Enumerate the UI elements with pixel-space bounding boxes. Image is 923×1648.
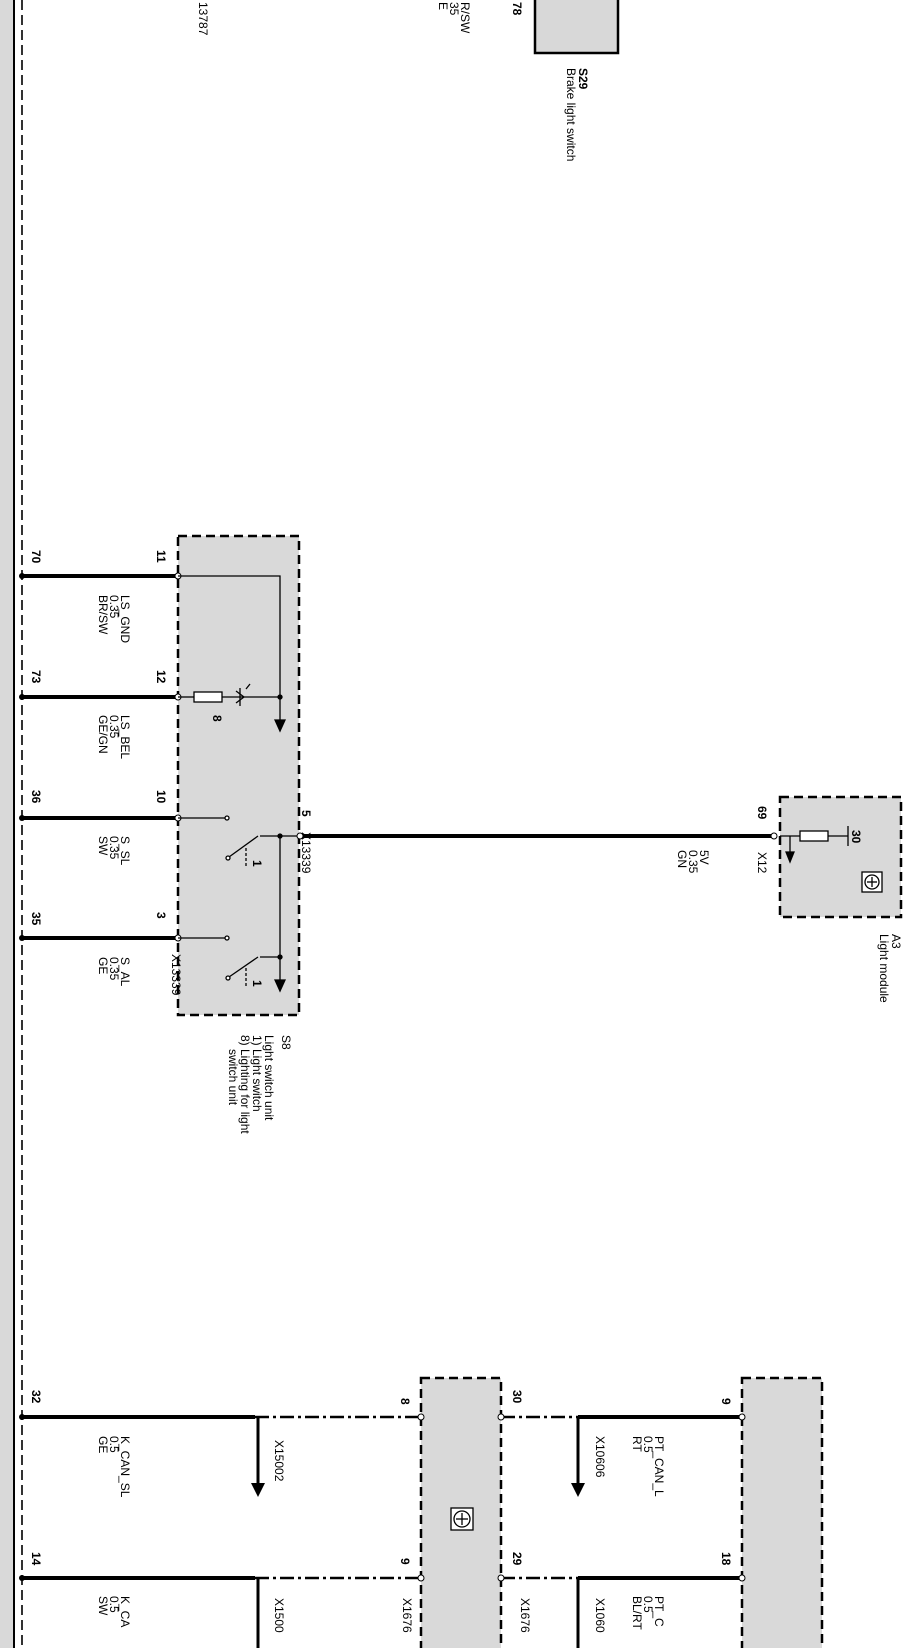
k-can-partial-signal: K_CA xyxy=(118,1596,132,1627)
s8-connector-b: X13339 xyxy=(169,954,183,996)
top-connector-label: 13787 xyxy=(196,2,210,36)
wire-signal-ls-bel: LS_BEL xyxy=(118,715,132,759)
can-left-pin-32: 32 xyxy=(29,1390,43,1404)
s8-connector-a: X13339 xyxy=(299,832,313,874)
pt-can-partial-connector: X1060 xyxy=(593,1598,607,1633)
unit-pin-12: 12 xyxy=(154,670,168,684)
k-can-wires xyxy=(19,1413,425,1648)
left-pin-numbers: 70 73 36 35 xyxy=(29,550,43,926)
can-module-pin-8: 8 xyxy=(398,1398,412,1405)
k-can-sl-signal: K_CAN_SL xyxy=(118,1436,132,1498)
s8-desc-4: switch unit xyxy=(226,1049,240,1106)
can-labels: 32 14 8 9 30 29 9 18 K_CAN_SL 0.5 GE K_C… xyxy=(29,1390,733,1633)
a3-name: Light module xyxy=(877,934,891,1003)
pt-right-pin-9: 9 xyxy=(719,1398,733,1405)
supply-wire: 5V 0.35 GN xyxy=(296,832,778,874)
left-pin-35: 35 xyxy=(29,912,43,926)
light-module: 69 X12 30 A3 Light module xyxy=(755,795,903,1003)
k-can-partial-connector: X1500 xyxy=(272,1598,286,1633)
light-switch-unit xyxy=(176,534,301,1017)
pt-can-l-color: RT xyxy=(630,1436,644,1452)
unit-pin-11: 11 xyxy=(154,550,168,563)
supply-color: GN xyxy=(675,850,689,868)
a3-sub-30: 30 xyxy=(849,830,863,844)
wire-size-s-al: 0.35 xyxy=(107,957,121,981)
pt-can-partial-signal: PT_C xyxy=(652,1596,666,1627)
pt-can-l-signal: PT_CAN_L xyxy=(652,1436,666,1497)
wire-signal-ls-gnd: LS_GND xyxy=(118,595,132,643)
pt-left-pin-30: 30 xyxy=(510,1390,524,1404)
sub-label-1b: 1 xyxy=(250,980,264,987)
k-can-sl-color: GE xyxy=(96,1436,110,1453)
left-pin-70: 70 xyxy=(29,550,43,564)
sub-label-1a: 1 xyxy=(250,860,264,867)
supply-pin-5: 5 xyxy=(299,810,313,817)
s29-name: Brake light switch xyxy=(564,68,578,161)
can-modules xyxy=(419,1376,824,1648)
unit-pin-10: 10 xyxy=(154,790,168,804)
supply-signal: 5V xyxy=(697,850,711,865)
brake-light-switch: S29 Brake light switch 78 E 35 R/SW 1378… xyxy=(196,0,620,161)
pt-can-module-connector: X1676 xyxy=(518,1598,532,1633)
supply-size: 0.35 xyxy=(686,850,700,874)
s29-wire-line2: 35 xyxy=(447,2,461,16)
k-can-module-connector: X1676 xyxy=(400,1598,414,1633)
pt-can-partial-size: 0.5 xyxy=(641,1596,655,1613)
a3-connector: X12 xyxy=(755,852,769,874)
k-can-sl-connector: X15002 xyxy=(272,1440,286,1482)
s8-desc-3: 8) Lighting for light xyxy=(238,1035,252,1134)
wire-size-s-sl: 0.35 xyxy=(107,836,121,860)
s8-id: S8 xyxy=(279,1035,293,1050)
left-pin-73: 73 xyxy=(29,670,43,684)
k-can-sl-size: 0.5 xyxy=(107,1436,121,1453)
unit-pin-3: 3 xyxy=(154,912,168,919)
pt-can-l-size: 0.5 xyxy=(641,1436,655,1453)
s29-wire-line1: E xyxy=(436,2,450,10)
k-can-partial-size: 0.5 xyxy=(107,1596,121,1613)
pt-left-pin-29: 29 xyxy=(510,1552,524,1566)
wire-signal-s-sl: S_SL xyxy=(118,836,132,866)
pt-can-l-connector: X10606 xyxy=(593,1436,607,1478)
wire-color-ls-gnd: BR/SW xyxy=(96,595,110,635)
pt-can-partial-color: BL/RT xyxy=(630,1596,644,1630)
wire-size-ls-bel: 0.35 xyxy=(107,715,121,739)
left-pin-36: 36 xyxy=(29,790,43,804)
k-can-partial-color: SW xyxy=(96,1596,110,1616)
s29-id: S29 xyxy=(576,68,590,90)
s29-pin: 78 xyxy=(510,2,524,16)
wire-color-s-sl: SW xyxy=(96,836,110,856)
a3-pin-69: 69 xyxy=(755,806,769,820)
s8-labels: X13339 5 X13339 S8 Light switch unit 1) … xyxy=(169,810,313,1134)
pt-right-pin-18: 18 xyxy=(719,1552,733,1566)
s29-wire-line3: R/SW xyxy=(458,2,472,34)
switch-wires xyxy=(19,572,182,942)
a3-id: A3 xyxy=(889,934,903,949)
wire-signal-s-al: S_AL xyxy=(118,957,132,987)
s8-desc-1: Light switch unit xyxy=(262,1035,276,1121)
pt-can-wires xyxy=(497,1413,746,1648)
wire-color-s-al: GE xyxy=(96,957,110,974)
wire-labels: LS_GND 0.35 BR/SW LS_BEL 0.35 GE/GN S_SL… xyxy=(96,595,132,987)
light-switch-internals xyxy=(178,575,300,993)
unit-pin-numbers: 11 12 10 3 8 1 1 xyxy=(154,550,264,987)
can-module-pin-9: 9 xyxy=(398,1558,412,1565)
wire-color-ls-bel: GE/GN xyxy=(96,715,110,754)
s8-desc-2: 1) Light switch xyxy=(250,1035,264,1112)
can-left-pin-14: 14 xyxy=(29,1552,43,1566)
left-frame-rail xyxy=(0,0,23,1648)
sub-label-8: 8 xyxy=(210,715,224,722)
wire-size-ls-gnd: 0.35 xyxy=(107,595,121,619)
